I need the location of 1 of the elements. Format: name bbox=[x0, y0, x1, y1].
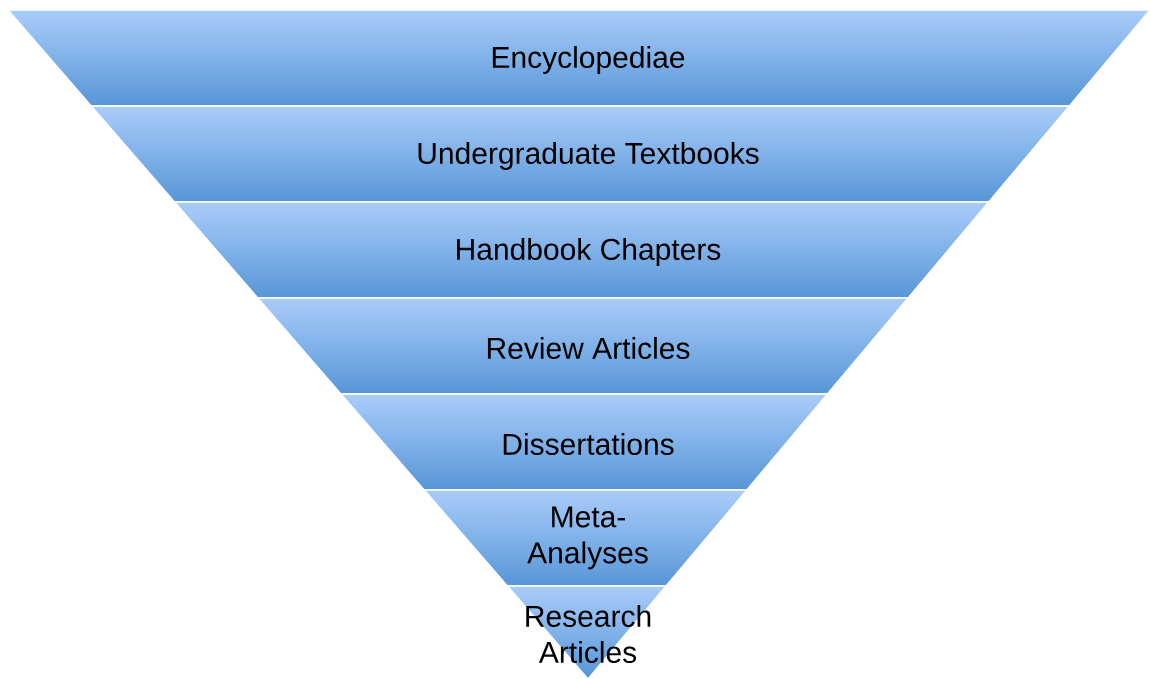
pyramid-band: Review Articles bbox=[256, 297, 910, 395]
